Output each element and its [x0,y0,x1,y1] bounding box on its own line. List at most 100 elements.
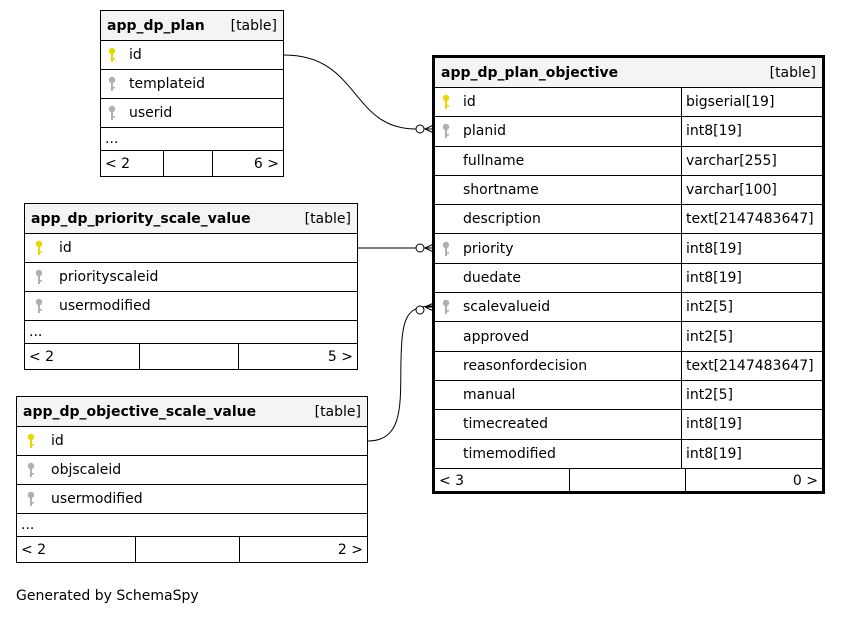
column-name: fullname [463,152,525,169]
column-name: userid [129,105,173,121]
column-row-shortname[interactable]: shortname varchar[100] [435,175,822,206]
more-columns: ... [25,321,357,344]
foreign-key-icon [17,462,45,478]
column-name: reasonfordecision [463,357,588,374]
column-name: shortname [463,182,539,199]
column-row-priority[interactable]: priority int8[19] [435,234,822,264]
column-name: priorityscaleid [59,269,159,285]
more-columns: ... [17,514,367,537]
column-row-duedate[interactable]: duedate int8[19] [435,263,822,294]
foreign-key-icon [25,269,53,285]
column-type: varchar[100] [681,175,822,205]
table-type: [table] [304,210,351,227]
foreign-key-icon [17,491,45,507]
table-type: [table] [230,17,277,34]
link-plan-objective [283,54,432,130]
foreign-key-icon [435,241,457,257]
children-count[interactable]: 6 > [253,155,279,172]
children-count[interactable]: 2 > [337,541,363,558]
column-row-templateid[interactable]: templateid [101,70,283,99]
parents-count[interactable]: < 2 [21,541,47,558]
table-type: [table] [769,64,816,81]
column-type: int8[19] [681,410,822,439]
column-row-objscaleid[interactable]: objscaleid [17,456,367,485]
column-name: usermodified [59,298,151,314]
column-row-id[interactable]: id [17,427,367,456]
table-header: app_dp_plan [table] [101,11,283,41]
primary-key-icon [101,47,123,63]
parents-count[interactable]: < 2 [29,348,55,365]
parents-count[interactable]: < 3 [439,473,465,490]
column-type: int2[5] [681,322,822,351]
column-name: approved [463,328,530,345]
primary-key-icon [17,433,45,449]
column-name: usermodified [51,491,143,507]
column-type: int2[5] [681,293,822,322]
column-row-id[interactable]: id [101,41,283,70]
column-type: int2[5] [681,380,822,410]
table-app-dp-priority-scale-value[interactable]: app_dp_priority_scale_value [table] id pr… [24,203,358,370]
column-row-fullname[interactable]: fullname varchar[255] [435,146,822,176]
table-footer: < 2 6 > [101,151,283,176]
column-type: varchar[255] [681,146,822,175]
foreign-key-icon [101,76,123,92]
table-name: app_dp_plan [107,17,205,34]
footer-middle [569,468,686,494]
foreign-key-icon [101,105,123,121]
column-type: bigserial[19] [681,88,822,117]
column-row-userid[interactable]: userid [101,99,283,128]
link-plan-objective-end [415,124,425,134]
column-name: templateid [129,76,205,92]
link-priority-objective-end [415,243,425,253]
link-objscale-objective [367,305,433,442]
table-name: app_dp_plan_objective [441,64,619,81]
children-count[interactable]: 0 > [792,473,818,490]
column-name: id [129,47,142,63]
column-row-reasonfordecision[interactable]: reasonfordecision text[2147483647] [435,351,822,381]
column-type: int8[19] [681,263,822,293]
table-header: app_dp_objective_scale_value [table] [17,397,367,427]
column-name: id [59,240,72,256]
column-type: text[2147483647] [681,351,822,380]
link-objscale-objective-end [415,305,425,315]
column-row-planid[interactable]: planid int8[19] [435,117,822,147]
column-row-approved[interactable]: approved int2[5] [435,322,822,352]
children-count[interactable]: 5 > [327,348,353,365]
table-name: app_dp_objective_scale_value [23,403,257,420]
column-type: int8[19] [681,234,822,263]
column-name: duedate [463,269,521,286]
table-footer: < 3 0 > [435,468,822,494]
column-type: int8[19] [681,117,822,146]
foreign-key-icon [435,299,457,315]
column-row-timemodified[interactable]: timemodified int8[19] [435,439,822,469]
footer-middle [163,151,213,176]
footer-middle [135,537,240,562]
table-header: app_dp_priority_scale_value [table] [25,204,357,234]
column-row-id[interactable]: id [25,234,357,263]
table-header: app_dp_plan_objective [table] [435,58,822,88]
column-row-priorityscaleid[interactable]: priorityscaleid [25,263,357,292]
column-name: priority [463,240,514,257]
table-footer: < 2 5 > [25,344,357,369]
column-row-scalevalueid[interactable]: scalevalueid int2[5] [435,293,822,323]
column-type: int8[19] [681,439,822,468]
table-footer: < 2 2 > [17,537,367,562]
table-name: app_dp_priority_scale_value [31,210,251,227]
column-row-usermodified[interactable]: usermodified [25,292,357,321]
column-type: text[2147483647] [681,205,822,234]
column-name: planid [463,123,507,140]
column-name: scalevalueid [463,299,551,316]
table-type: [table] [314,403,361,420]
column-row-usermodified[interactable]: usermodified [17,485,367,514]
column-name: timemodified [463,445,556,462]
foreign-key-icon [25,298,53,314]
foreign-key-icon [435,123,457,139]
parents-count[interactable]: < 2 [105,155,131,172]
